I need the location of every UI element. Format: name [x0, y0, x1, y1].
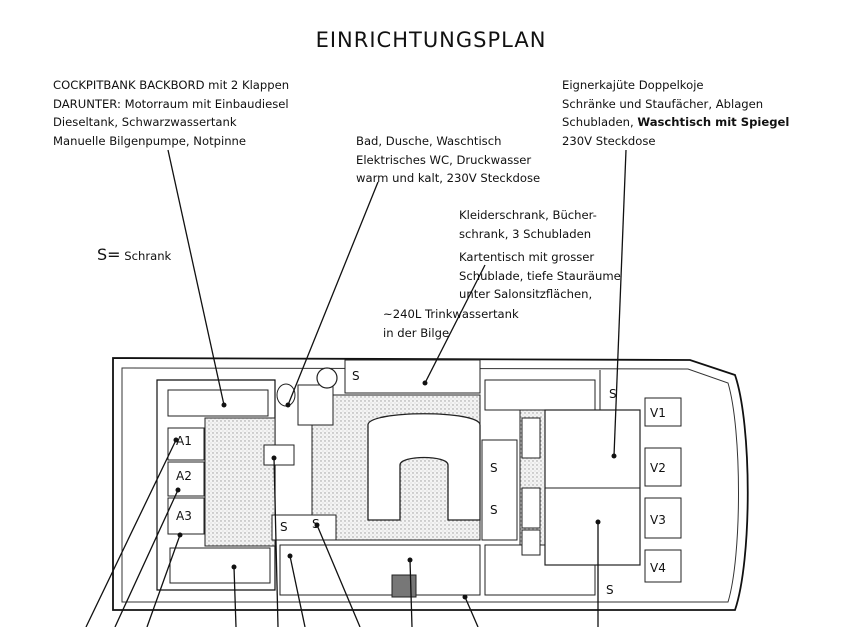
legend-text: Schrank: [124, 249, 172, 263]
annotation-cockpit: COCKPITBANK BACKBORD mit 2 Klappen DARUN…: [53, 76, 289, 150]
page-title: EINRICHTUNGSPLAN: [315, 28, 547, 52]
annotation-line: ~240L Trinkwassertank: [383, 307, 519, 321]
annotation-kleiderschrank: Kleiderschrank, Bücher- schrank, 3 Schub…: [459, 206, 597, 243]
cabin-divider: [481, 439, 518, 541]
annotation-text-bold: Waschtisch mit Spiegel: [637, 115, 790, 130]
label-s: S: [352, 369, 360, 383]
annotation-line: Eignerkajüte Doppelkoje: [562, 78, 704, 92]
aft-bench: [169, 547, 271, 584]
annotation-line: Dieseltank, Schwarzwassertank: [53, 115, 237, 130]
label-v1: V1: [650, 406, 666, 420]
annotation-line: Schublade, tiefe Stauräume: [459, 268, 621, 283]
locker-a3: [167, 497, 205, 535]
annotation-line: DARUNTER: Motorraum mit Einbaudiesel: [53, 96, 289, 111]
label-s: S: [490, 503, 498, 517]
forward-cabinet-top: [484, 379, 596, 411]
label-a3: A3: [176, 509, 192, 523]
annotation-line: Elektrisches WC, Druckwasser: [356, 152, 532, 167]
label-v4: V4: [650, 561, 666, 575]
legend: S= Schrank: [97, 245, 171, 264]
steps-box: [263, 444, 295, 466]
cockpit-seat-locker: [167, 389, 269, 417]
annotation-line: Bad, Dusche, Waschtisch: [356, 134, 502, 148]
annotation-trinkwassertank: ~240L Trinkwassertank in der Bilge: [383, 305, 519, 342]
galley-stove: [391, 574, 417, 598]
cabin-seat-3: [521, 529, 541, 556]
legend-symbol: S=: [97, 245, 121, 264]
annotation-line: in der Bilge: [383, 325, 450, 340]
toilet: [316, 367, 338, 389]
v-berth-4: [644, 549, 682, 583]
cabin-seat-2: [521, 487, 541, 529]
annotation-line: schrank, 3 Schubladen: [459, 226, 592, 241]
annotation-line: Manuelle Bilgenpumpe, Notpinne: [53, 133, 247, 148]
cabin-seat-1: [521, 417, 541, 459]
bathroom: [297, 384, 334, 426]
hull-inner: [121, 367, 739, 603]
leader-lines: [85, 149, 627, 627]
locker-a2: [167, 461, 205, 497]
annotation-line: COCKPITBANK BACKBORD mit 2 Klappen: [53, 78, 290, 92]
v-berth-1: [644, 397, 682, 427]
label-s: S: [606, 583, 614, 597]
annotation-line: Kleiderschrank, Bücher-: [459, 208, 597, 222]
v-berth-3: [644, 497, 682, 539]
annotation-line: Schubladen, Waschtisch mit Spiegel: [562, 113, 789, 132]
galley-counter: [279, 544, 481, 596]
label-s: S: [280, 520, 288, 534]
annotation-line: unter Salonsitzflächen,: [459, 287, 593, 302]
chart-table: [271, 514, 337, 541]
label-a2: A2: [176, 469, 192, 483]
annotation-eignerkajuete: Eignerkajüte Doppelkoje Schränke und Sta…: [562, 76, 789, 150]
annotation-bad: Bad, Dusche, Waschtisch Elektrisches WC,…: [356, 132, 540, 188]
annotation-line: Schränke und Staufächer, Ablagen: [562, 96, 764, 111]
cockpit-floor: [204, 417, 276, 547]
annotation-line: Kartentisch mit grosser: [459, 250, 595, 264]
annotation-kartentisch: Kartentisch mit grosser Schublade, tiefe…: [459, 248, 621, 304]
leader-dots: [173, 380, 617, 600]
annotation-text: Schubladen,: [562, 115, 638, 130]
cockpit-outline: [156, 379, 276, 591]
annotation-line: 230V Steckdose: [562, 133, 656, 148]
hull-outline: [112, 357, 749, 611]
label-s: S: [490, 461, 498, 475]
salon-table: [367, 413, 481, 521]
label-v2: V2: [650, 461, 666, 475]
wardrobe-cabinet: [344, 359, 481, 394]
label-s: S: [312, 517, 320, 531]
label-v3: V3: [650, 513, 666, 527]
annotation-line: warm und kalt, 230V Steckdose: [356, 171, 541, 186]
v-berth-2: [644, 447, 682, 487]
label-s: S: [609, 387, 617, 401]
label-a1: A1: [176, 434, 192, 448]
